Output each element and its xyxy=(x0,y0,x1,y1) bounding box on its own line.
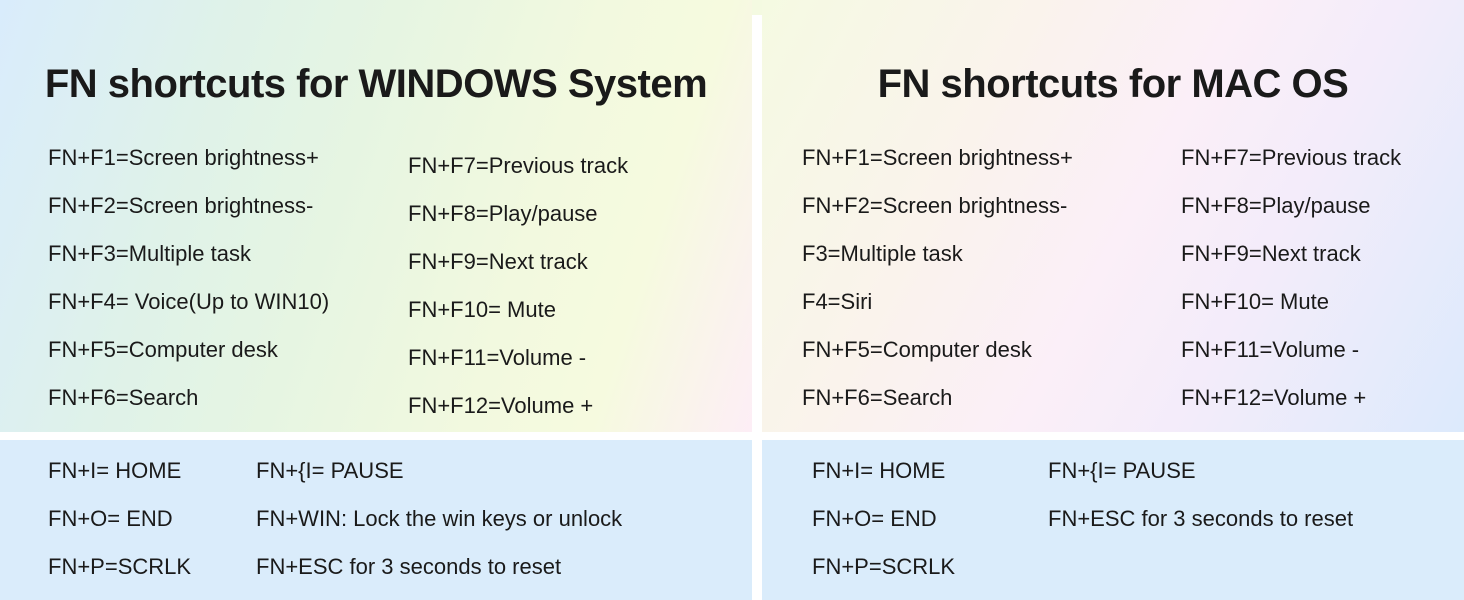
shortcut-item: FN+F9=Next track xyxy=(1181,241,1361,266)
windows-shortcut-column-2: FN+F7=Previous track FN+F8=Play/pause FN… xyxy=(408,142,628,430)
shortcut-item: FN+ESC for 3 seconds to reset xyxy=(256,554,562,579)
mac-shortcut-column-2: FN+F7=Previous track FN+F8=Play/pause FN… xyxy=(1181,134,1401,422)
shortcut-item: FN+F5=Computer desk xyxy=(48,337,278,362)
shortcut-item: FN+{I= PAUSE xyxy=(256,458,404,483)
shortcut-item: FN+F6=Search xyxy=(802,385,953,410)
mac-extra-keys-box: FN+I= HOME FN+O= END FN+P=SCRLK FN+{I= P… xyxy=(762,440,1464,600)
shortcut-item: FN+P=SCRLK xyxy=(48,554,192,579)
shortcut-item: FN+ESC for 3 seconds to reset xyxy=(1048,506,1354,531)
windows-extra-keys-box: FN+I= HOME FN+O= END FN+P=SCRLK FN+{I= P… xyxy=(0,440,752,600)
shortcut-item: FN+F2=Screen brightness- xyxy=(48,193,314,218)
shortcut-item: FN+F1=Screen brightness+ xyxy=(48,145,319,170)
mac-extra-column-2: FN+{I= PAUSE FN+ESC for 3 seconds to res… xyxy=(1048,447,1353,543)
shortcut-item: FN+F7=Previous track xyxy=(1181,145,1402,170)
shortcut-item: FN+O= END xyxy=(48,506,173,531)
shortcut-item: FN+F3=Multiple task xyxy=(48,241,251,266)
shortcut-item: FN+F8=Play/pause xyxy=(1181,193,1371,218)
windows-extra-column-2: FN+{I= PAUSE FN+WIN: Lock the win keys o… xyxy=(256,447,622,591)
shortcut-item: FN+I= HOME xyxy=(48,458,182,483)
shortcut-item: FN+I= HOME xyxy=(812,458,946,483)
shortcut-item: FN+F12=Volume + xyxy=(1181,385,1367,410)
shortcut-item: FN+F11=Volume - xyxy=(408,345,587,370)
windows-panel-title: FN shortcuts for WINDOWS System xyxy=(44,62,708,106)
shortcut-item: FN+F9=Next track xyxy=(408,249,588,274)
shortcut-item: FN+F6=Search xyxy=(48,385,199,410)
shortcut-item: FN+F5=Computer desk xyxy=(802,337,1032,362)
mac-shortcuts-panel: FN shortcuts for MAC OS FN+F1=Screen bri… xyxy=(762,0,1464,432)
windows-extra-column-1: FN+I= HOME FN+O= END FN+P=SCRLK xyxy=(48,447,191,591)
shortcut-item: F3=Multiple task xyxy=(802,241,963,266)
shortcut-item: F4=Siri xyxy=(802,289,873,314)
mac-shortcut-column-1: FN+F1=Screen brightness+ FN+F2=Screen br… xyxy=(802,134,1073,422)
shortcut-item: FN+F10= Mute xyxy=(408,297,556,322)
shortcut-item: FN+F7=Previous track xyxy=(408,153,629,178)
shortcut-item: FN+P=SCRLK xyxy=(812,554,956,579)
shortcut-item: FN+F8=Play/pause xyxy=(408,201,598,226)
windows-shortcut-column-1: FN+F1=Screen brightness+ FN+F2=Screen br… xyxy=(48,134,329,422)
shortcut-item: FN+O= END xyxy=(812,506,937,531)
mac-extra-column-1: FN+I= HOME FN+O= END FN+P=SCRLK xyxy=(812,447,955,591)
shortcut-item: FN+WIN: Lock the win keys or unlock xyxy=(256,506,623,531)
shortcut-item: FN+{I= PAUSE xyxy=(1048,458,1196,483)
shortcut-item: FN+F10= Mute xyxy=(1181,289,1329,314)
shortcut-item: FN+F2=Screen brightness- xyxy=(802,193,1068,218)
windows-shortcuts-panel: FN shortcuts for WINDOWS System FN+F1=Sc… xyxy=(0,0,752,432)
panel-divider-top-strip xyxy=(752,0,762,15)
shortcut-item: FN+F1=Screen brightness+ xyxy=(802,145,1073,170)
mac-panel-title: FN shortcuts for MAC OS xyxy=(877,62,1349,106)
shortcut-item: FN+F12=Volume + xyxy=(408,393,594,418)
shortcut-item: FN+F11=Volume - xyxy=(1181,337,1360,362)
shortcut-item: FN+F4= Voice(Up to WIN10) xyxy=(48,289,330,314)
